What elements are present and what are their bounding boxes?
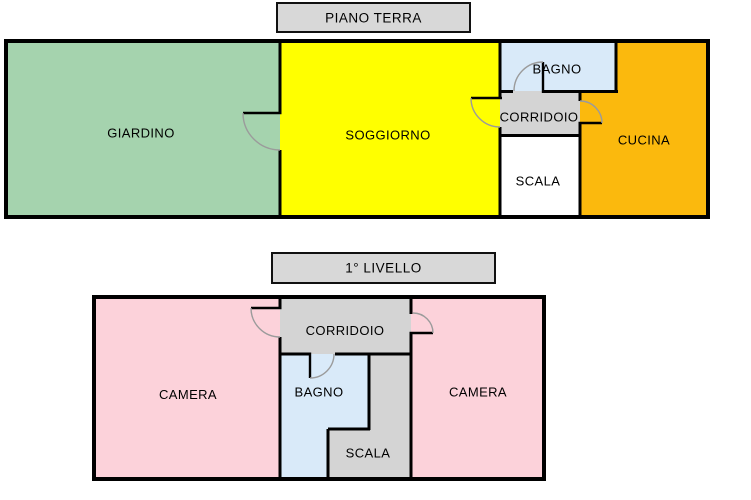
- room-bagno-l1-label: BAGNO: [295, 385, 344, 400]
- door-swing-arc: [242, 112, 281, 151]
- room-corridoio-l1: [280, 297, 411, 354]
- room-camera-left-label: CAMERA: [159, 387, 217, 402]
- door-swing-arc: [470, 97, 501, 128]
- room-bagno-pt-label: BAGNO: [533, 62, 582, 77]
- piano-terra-plan: GIARDINO SOGGIORNO BAGNO CORRIDOIO SCALA…: [4, 1, 710, 219]
- walls-primo-livello: [278, 297, 413, 479]
- room-camera-right: [411, 297, 544, 479]
- room-cucina-label: CUCINA: [618, 133, 670, 148]
- door-bagno-pt: [513, 61, 545, 93]
- door-swing-arc: [579, 100, 603, 124]
- primo-livello-title: 1° LIVELLO: [345, 261, 421, 276]
- room-bagno-l1: [280, 354, 369, 479]
- outer-wall-primo-livello: [92, 295, 546, 481]
- door-swing-arc: [412, 312, 434, 334]
- door-giardino: [242, 111, 282, 151]
- room-giardino: [6, 41, 280, 217]
- room-bagno-pt: [500, 41, 617, 92]
- room-scala-pt-label: SCALA: [516, 174, 561, 189]
- walls-piano-terra: [278, 41, 618, 217]
- room-camera-right-label: CAMERA: [449, 385, 507, 400]
- door-swing-arc: [250, 307, 281, 338]
- room-scala-l1-label: SCALA: [346, 446, 391, 461]
- room-camera-left: [94, 297, 280, 479]
- room-scala-pt: [500, 135, 581, 217]
- room-corridoio-pt-label: CORRIDOIO: [500, 110, 579, 125]
- piano-terra-title: PIANO TERRA: [325, 11, 422, 26]
- room-giardino-label: GIARDINO: [107, 126, 174, 141]
- outer-wall-piano-terra: [4, 39, 710, 219]
- door-camera-left: [250, 306, 282, 338]
- primo-livello-plan: CAMERA CORRIDOIO BAGNO SCALA CAMERA 1° L…: [92, 251, 546, 481]
- door-bagno-l1: [308, 352, 335, 379]
- room-cucina: [580, 41, 708, 217]
- room-corridoio-l1-label: CORRIDOIO: [306, 323, 385, 338]
- door-soggiorno: [470, 96, 502, 128]
- primo-livello-title-box: [270, 251, 497, 285]
- door-cucina: [578, 100, 603, 125]
- door-swing-arc: [513, 61, 544, 92]
- door-camera-right: [409, 312, 434, 335]
- room-corridoio-pt: [500, 91, 581, 136]
- door-swing-arc: [309, 353, 335, 379]
- piano-terra-title-box: [275, 1, 472, 34]
- room-soggiorno: [280, 41, 500, 217]
- room-soggiorno-label: SOGGIORNO: [345, 128, 430, 143]
